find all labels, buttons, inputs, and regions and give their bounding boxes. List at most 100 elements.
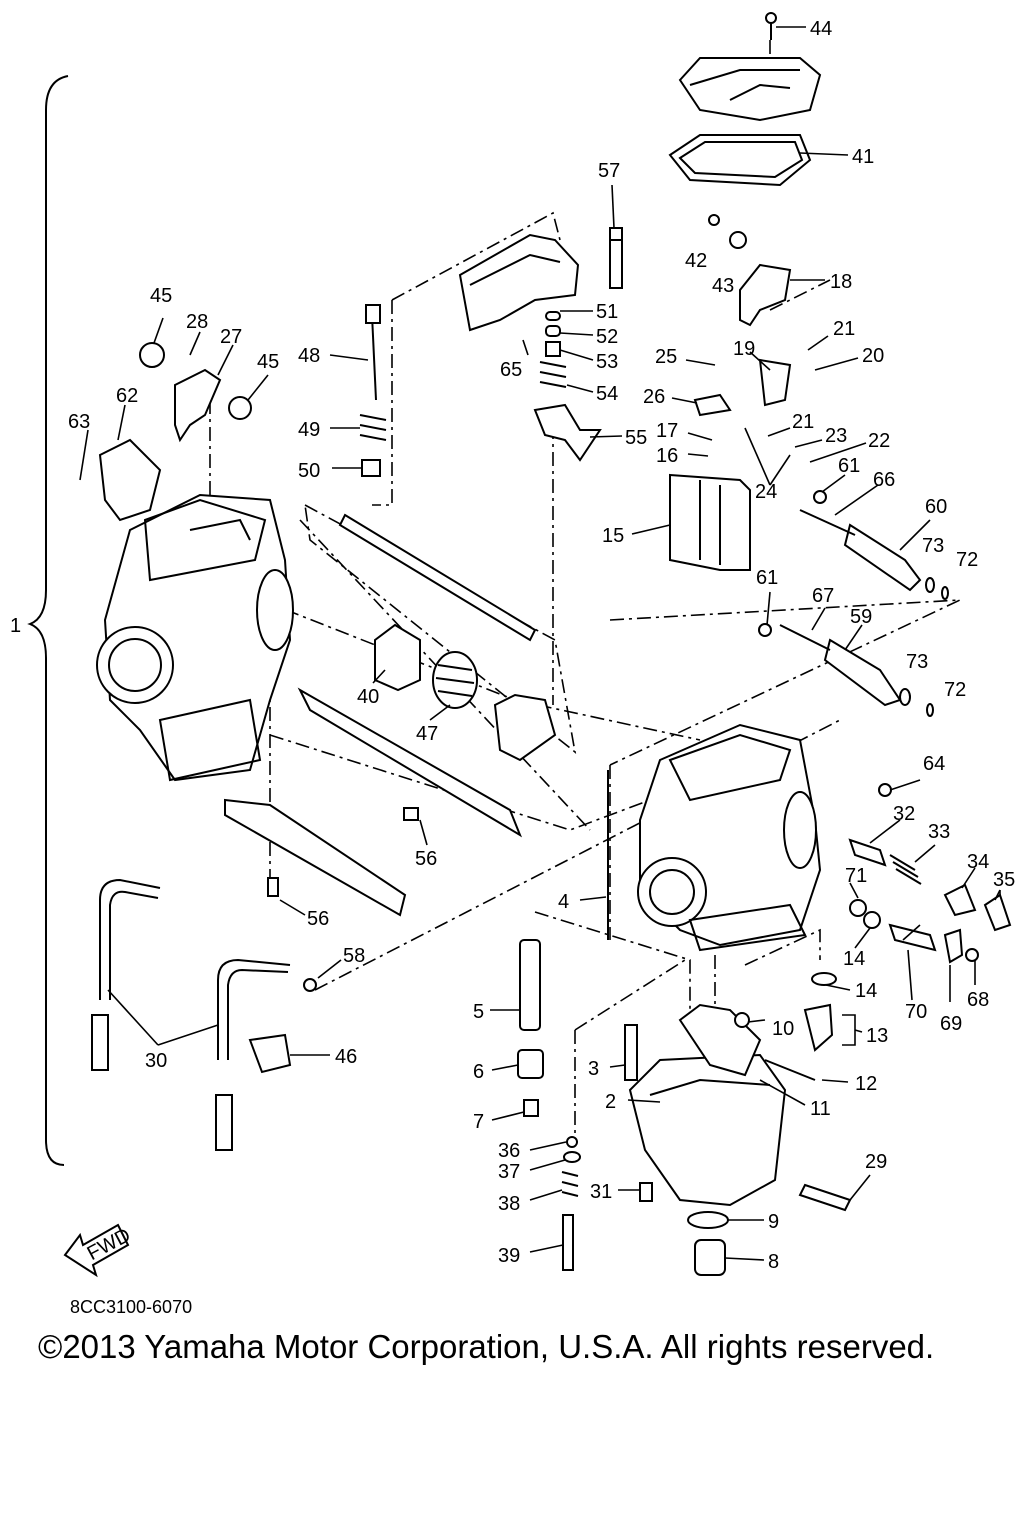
callout-5: 5: [473, 1001, 484, 1023]
callout-11: 11: [810, 1098, 831, 1120]
callout-9: 9: [768, 1211, 779, 1233]
callout-8: 8: [768, 1251, 779, 1273]
diaphragm-block: [669, 358, 792, 571]
needle-stack-left: [359, 304, 602, 477]
callout-10: 10: [772, 1018, 794, 1040]
callout-42: 42: [685, 250, 707, 272]
callout-54: 54: [596, 383, 618, 405]
callout-66: 66: [873, 469, 895, 491]
callout-41: 41: [852, 146, 874, 168]
top-cover-assembly: [668, 12, 822, 187]
callout-57: 57: [598, 160, 620, 182]
callout-61b: 61: [756, 567, 778, 589]
callout-45a: 45: [150, 285, 172, 307]
callout-72b: 72: [944, 679, 966, 701]
callout-40: 40: [357, 686, 379, 708]
leader-lines: [79, 26, 1001, 1261]
diagram-code: 8CC3100-6070: [70, 1297, 193, 1317]
callout-52: 52: [596, 326, 618, 348]
throttle-shaft-parts: [224, 513, 557, 917]
callout-33: 33: [928, 821, 950, 843]
fwd-direction-arrow: FWD: [63, 1223, 134, 1278]
callout-15: 15: [602, 525, 624, 547]
callout-48: 48: [298, 345, 320, 367]
callout-69: 69: [940, 1013, 962, 1035]
callout-68: 68: [967, 989, 989, 1011]
callout-45b: 45: [257, 351, 279, 373]
callout-60: 60: [925, 496, 947, 518]
callout-14b: 14: [855, 980, 877, 1002]
callout-72a: 72: [956, 549, 978, 571]
callout-71: 71: [845, 865, 867, 887]
callout-51: 51: [596, 301, 618, 323]
callout-70: 70: [905, 1001, 927, 1023]
callout-27: 27: [220, 326, 242, 348]
exploded-parts-diagram: FWD: [10, 12, 1015, 1278]
callout-61a: 61: [838, 455, 860, 477]
callout-62: 62: [116, 385, 138, 407]
lever-assembly: [708, 214, 792, 327]
callout-59: 59: [850, 606, 872, 628]
callout-50: 50: [298, 460, 320, 482]
callout-12: 12: [855, 1073, 877, 1095]
callout-38: 38: [498, 1193, 520, 1215]
callout-36: 36: [498, 1140, 520, 1162]
callout-2: 2: [605, 1091, 616, 1113]
adjuster-screws: [758, 490, 922, 707]
callout-49: 49: [298, 419, 320, 441]
callout-4: 4: [558, 891, 569, 913]
callout-7: 7: [473, 1111, 484, 1133]
callout-14a: 14: [843, 948, 865, 970]
callout-22: 22: [868, 430, 890, 452]
callout-55: 55: [625, 427, 647, 449]
callout-25: 25: [655, 346, 677, 368]
callout-53: 53: [596, 351, 618, 373]
callout-29: 29: [865, 1151, 887, 1173]
hoses: [91, 807, 419, 1151]
callout-19: 19: [733, 338, 755, 360]
callout-31: 31: [590, 1181, 612, 1203]
callout-3: 3: [588, 1058, 599, 1080]
callout-37: 37: [498, 1161, 520, 1183]
callout-63: 63: [68, 411, 90, 433]
callout-67: 67: [812, 585, 834, 607]
callout-23: 23: [825, 425, 847, 447]
callout-24: 24: [755, 481, 777, 503]
copyright-notice: ©2013 Yamaha Motor Corporation, U.S.A. A…: [38, 1328, 935, 1365]
throttle-bracket: [458, 227, 623, 332]
callout-73a: 73: [922, 535, 944, 557]
callout-30: 30: [145, 1050, 167, 1072]
callout-20: 20: [862, 345, 884, 367]
callout-56a: 56: [415, 848, 437, 870]
callout-58: 58: [343, 945, 365, 967]
callout-26: 26: [643, 386, 665, 408]
callout-73b: 73: [906, 651, 928, 673]
callout-16: 16: [656, 445, 678, 467]
callout-43: 43: [712, 275, 734, 297]
callout-47: 47: [416, 723, 438, 745]
callout-1: 1: [10, 615, 21, 637]
callout-32: 32: [893, 803, 915, 825]
callout-18: 18: [830, 271, 852, 293]
assembly-bracket: [27, 75, 69, 1166]
callout-21a: 21: [833, 318, 855, 340]
callout-34: 34: [967, 851, 989, 873]
callout-labels: 1 2 3 4 5 6 7 8 9 10 11 12 13 14 14 15 1…: [10, 18, 1015, 1273]
right-carburetor: [607, 723, 822, 952]
callout-6: 6: [473, 1061, 484, 1083]
callout-21b: 21: [792, 411, 814, 433]
o-rings: [811, 577, 949, 986]
side-fittings: [848, 783, 1012, 964]
callout-64: 64: [923, 753, 945, 775]
left-carburetor: [96, 342, 294, 782]
callout-46: 46: [335, 1046, 357, 1068]
callout-13: 13: [866, 1025, 888, 1047]
callout-56b: 56: [307, 908, 329, 930]
callout-28: 28: [186, 311, 208, 333]
callout-39: 39: [498, 1245, 520, 1267]
float-bowl-assembly: [517, 939, 852, 1276]
callout-17: 17: [656, 420, 678, 442]
callout-35: 35: [993, 869, 1015, 891]
callout-65: 65: [500, 359, 522, 381]
callout-44: 44: [810, 18, 832, 40]
